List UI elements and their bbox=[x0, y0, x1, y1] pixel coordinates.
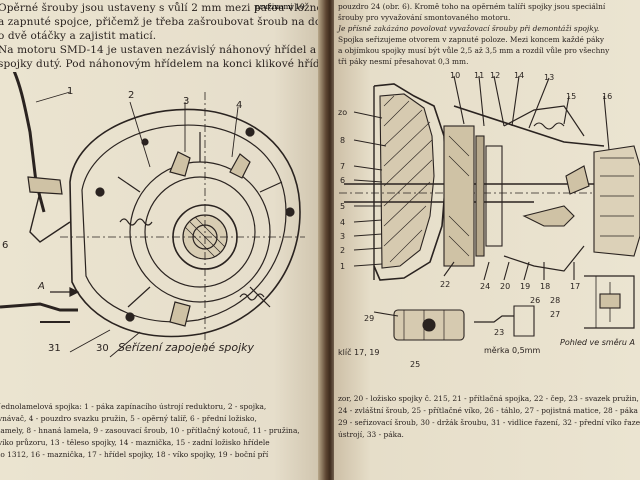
rfig-label-27: 27 bbox=[550, 310, 561, 319]
rfig-label-8: 8 bbox=[340, 136, 346, 145]
rfig-label-14: 14 bbox=[514, 71, 525, 80]
rfig-label-15: 15 bbox=[566, 92, 577, 101]
right-caption-line-2: 24 - zvláštní šroub, 25 - přítlačné víko… bbox=[338, 406, 638, 415]
scale-note: měrka 0,5mm bbox=[484, 346, 541, 355]
book-spine bbox=[318, 0, 338, 480]
right-text-line-5: a objímkou spojky musí být vůle 2,5 až 3… bbox=[338, 46, 610, 55]
left-text-line-3: o dvě otáčky a zajistit maticí. bbox=[0, 30, 157, 42]
rfig-label-7: 7 bbox=[340, 162, 346, 171]
rfig-label-3: 3 bbox=[340, 232, 346, 241]
right-caption-line-4: ústrojí, 33 - páka. bbox=[338, 430, 404, 439]
left-text-line-2: a zapnuté spojce, přičemž je třeba zašro… bbox=[0, 16, 322, 28]
rfig-label-13: 13 bbox=[544, 73, 555, 82]
fig-label-30: 30 bbox=[96, 343, 109, 354]
rfig-label-5: 5 bbox=[340, 202, 346, 211]
fig-label-31: 31 bbox=[48, 343, 61, 354]
rfig-label-11: 11 bbox=[474, 71, 485, 80]
fig-label-2: 2 bbox=[128, 90, 135, 101]
fig-label-6: 6 bbox=[2, 240, 9, 251]
clutch-section-drawing bbox=[339, 75, 640, 341]
rfig-label-12: 12 bbox=[490, 71, 501, 80]
rfig-label-22: 22 bbox=[440, 280, 451, 289]
left-figure-caption: Seřízení zapojené spojky bbox=[118, 341, 255, 354]
rfig-label-18: 18 bbox=[540, 282, 551, 291]
right-text-line-6: tři páky nesmí přesahovat 0,3 mm. bbox=[338, 57, 469, 66]
left-text-line-1: Opěrné šrouby jsou ustaveny s vůlí 2 mm … bbox=[0, 2, 322, 14]
rfig-label-19: 19 bbox=[520, 282, 531, 291]
left-caption-line-5: lo 1312, 16 - maznička, 17 - hřídel spoj… bbox=[0, 450, 269, 459]
rfig-label-28: 28 bbox=[550, 296, 561, 305]
left-caption-line-3: lamely, 8 - hnaná lamela, 9 - zasouvací … bbox=[0, 426, 300, 435]
left-text-line-5: spojky dutý. Pod náhonovým hřídelem na k… bbox=[0, 58, 322, 70]
rfig-label-17: 17 bbox=[570, 282, 581, 291]
right-text-line-2: šrouby pro vyvažování smontovaného motor… bbox=[338, 13, 511, 22]
rfig-label-4: 4 bbox=[340, 218, 346, 227]
fig-label-1: 1 bbox=[67, 86, 74, 97]
rfig-label-10: 10 bbox=[450, 71, 461, 80]
rfig-label-24: 24 bbox=[480, 282, 491, 291]
right-text-line-3: Je přísně zakázáno povolovat vyvažovací … bbox=[338, 24, 600, 33]
view-note: Pohled ve směru A bbox=[560, 338, 636, 347]
left-fragment-1: pružinami 10 bbox=[255, 2, 305, 11]
right-text-line-4: Spojka seřizujeme otvorem v zapnuté polo… bbox=[338, 35, 605, 44]
rfig-label-26: 26 bbox=[530, 296, 541, 305]
rfig-label-2: 2 bbox=[340, 246, 346, 255]
left-caption-line-4: víko průzoru, 13 - těleso spojky, 14 - m… bbox=[0, 438, 270, 447]
left-page: Opěrné šrouby jsou ustaveny s vůlí 2 mm … bbox=[0, 0, 322, 480]
right-page: pouzdro 24 (obr. 6). Kromě toho na opěrn… bbox=[334, 0, 640, 480]
rfig-label-23: 23 bbox=[494, 328, 505, 337]
key-note: klíč 17, 19 bbox=[338, 348, 380, 357]
rfig-label-zo: zo bbox=[338, 108, 348, 117]
fig-label-3: 3 bbox=[183, 96, 190, 107]
left-caption-line-2: vnávač, 4 - pouzdro svazku pružin, 5 - o… bbox=[0, 414, 257, 423]
rfig-label-29: 29 bbox=[364, 314, 375, 323]
rfig-label-16: 16 bbox=[602, 92, 613, 101]
fig-label-A: A bbox=[38, 281, 45, 292]
rfig-label-25: 25 bbox=[410, 360, 421, 369]
left-caption-line-1: Jednolamelová spojka: 1 - páka zapínacíh… bbox=[0, 402, 267, 411]
rfig-label-20: 20 bbox=[500, 282, 511, 291]
right-text-line-1: pouzdro 24 (obr. 6). Kromě toho na opěrn… bbox=[338, 2, 606, 11]
fig-label-4: 4 bbox=[236, 100, 243, 111]
rfig-label-1: 1 bbox=[340, 262, 346, 271]
right-caption-line-3: 29 - seřizovací šroub, 30 - držák šroubu… bbox=[338, 418, 640, 427]
right-caption-line-1: zor, 20 - ložisko spojky č. 215, 21 - př… bbox=[338, 394, 639, 403]
rfig-label-6: 6 bbox=[340, 176, 346, 185]
left-text-line-4: Na motoru SMD-14 je ustaven nezávislý ná… bbox=[0, 44, 322, 56]
clutch-assembly-drawing bbox=[0, 72, 305, 358]
